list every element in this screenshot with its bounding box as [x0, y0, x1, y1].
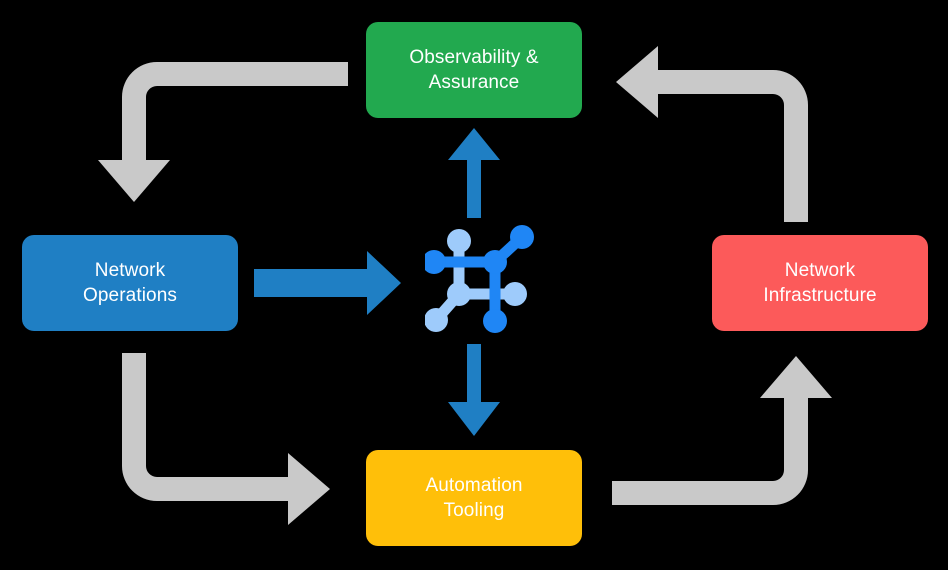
gray-arrow-observability-to-network-operations: [98, 62, 348, 202]
node-box-network-infrastructure[interactable]: Network Infrastructure: [712, 235, 928, 331]
blue-arrow-network-operations-to-center: [254, 251, 401, 315]
network-icon-light-nodes: [425, 229, 527, 332]
node-box-observability[interactable]: Observability & Assurance: [366, 22, 582, 118]
network-node-top-left: [447, 229, 471, 253]
network-node-right-mid: [503, 282, 527, 306]
blue-arrow-center-to-observability: [448, 128, 500, 218]
network-node-top-right: [510, 225, 534, 249]
node-box-automation-tooling[interactable]: Automation Tooling: [366, 450, 582, 546]
gray-arrow-network-operations-to-automation-tooling: [122, 353, 330, 525]
gray-arrow-network-infrastructure-to-observability: [616, 46, 808, 222]
node-label-network-operations: Network Operations: [83, 259, 177, 306]
gray-arrow-automation-tooling-to-network-infrastructure: [612, 356, 832, 505]
node-label-automation-tooling: Automation Tooling: [425, 474, 523, 521]
node-box-network-operations[interactable]: Network Operations: [22, 235, 238, 331]
network-node-bottom-left: [425, 308, 448, 332]
network-node-mid-left: [447, 282, 471, 306]
network-topology-icon: [425, 225, 534, 333]
network-icon-dark-nodes: [425, 225, 534, 333]
node-label-observability: Observability & Assurance: [409, 46, 539, 93]
network-node-center-hub: [483, 250, 507, 274]
blue-arrow-center-to-automation-tooling: [448, 344, 500, 436]
network-node-left-hub: [425, 250, 446, 274]
node-label-network-infrastructure: Network Infrastructure: [763, 259, 877, 306]
network-node-bottom-center: [483, 309, 507, 333]
